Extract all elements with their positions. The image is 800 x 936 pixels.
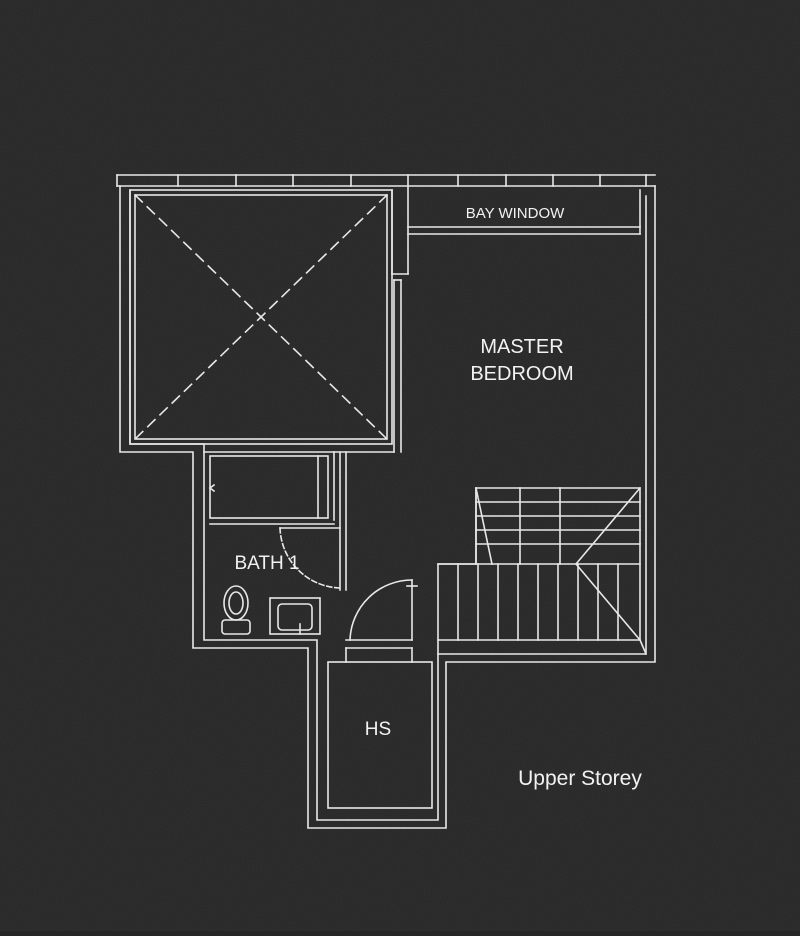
floor-caption: Upper Storey — [518, 767, 642, 790]
bath-label: BATH 1 — [234, 553, 299, 574]
basin-icon — [269, 597, 321, 635]
bedroom-door — [345, 579, 418, 641]
bath-walls — [203, 451, 395, 591]
shower-area — [208, 455, 335, 525]
interior-wall-void — [391, 185, 409, 453]
household-shelter — [327, 647, 433, 809]
bath-door — [279, 527, 341, 589]
void-area — [129, 189, 393, 445]
household-shelter-label: HS — [365, 719, 391, 740]
top-window-frame — [116, 174, 656, 187]
toilet-icon — [221, 585, 251, 635]
master-bedroom-label-line2: BEDROOM — [470, 363, 573, 385]
bay-window-label: BAY WINDOW — [466, 205, 565, 222]
bay-window-ledge — [407, 189, 641, 235]
master-bedroom-label-line1: MASTER — [480, 336, 563, 358]
stair-partition — [437, 638, 648, 656]
